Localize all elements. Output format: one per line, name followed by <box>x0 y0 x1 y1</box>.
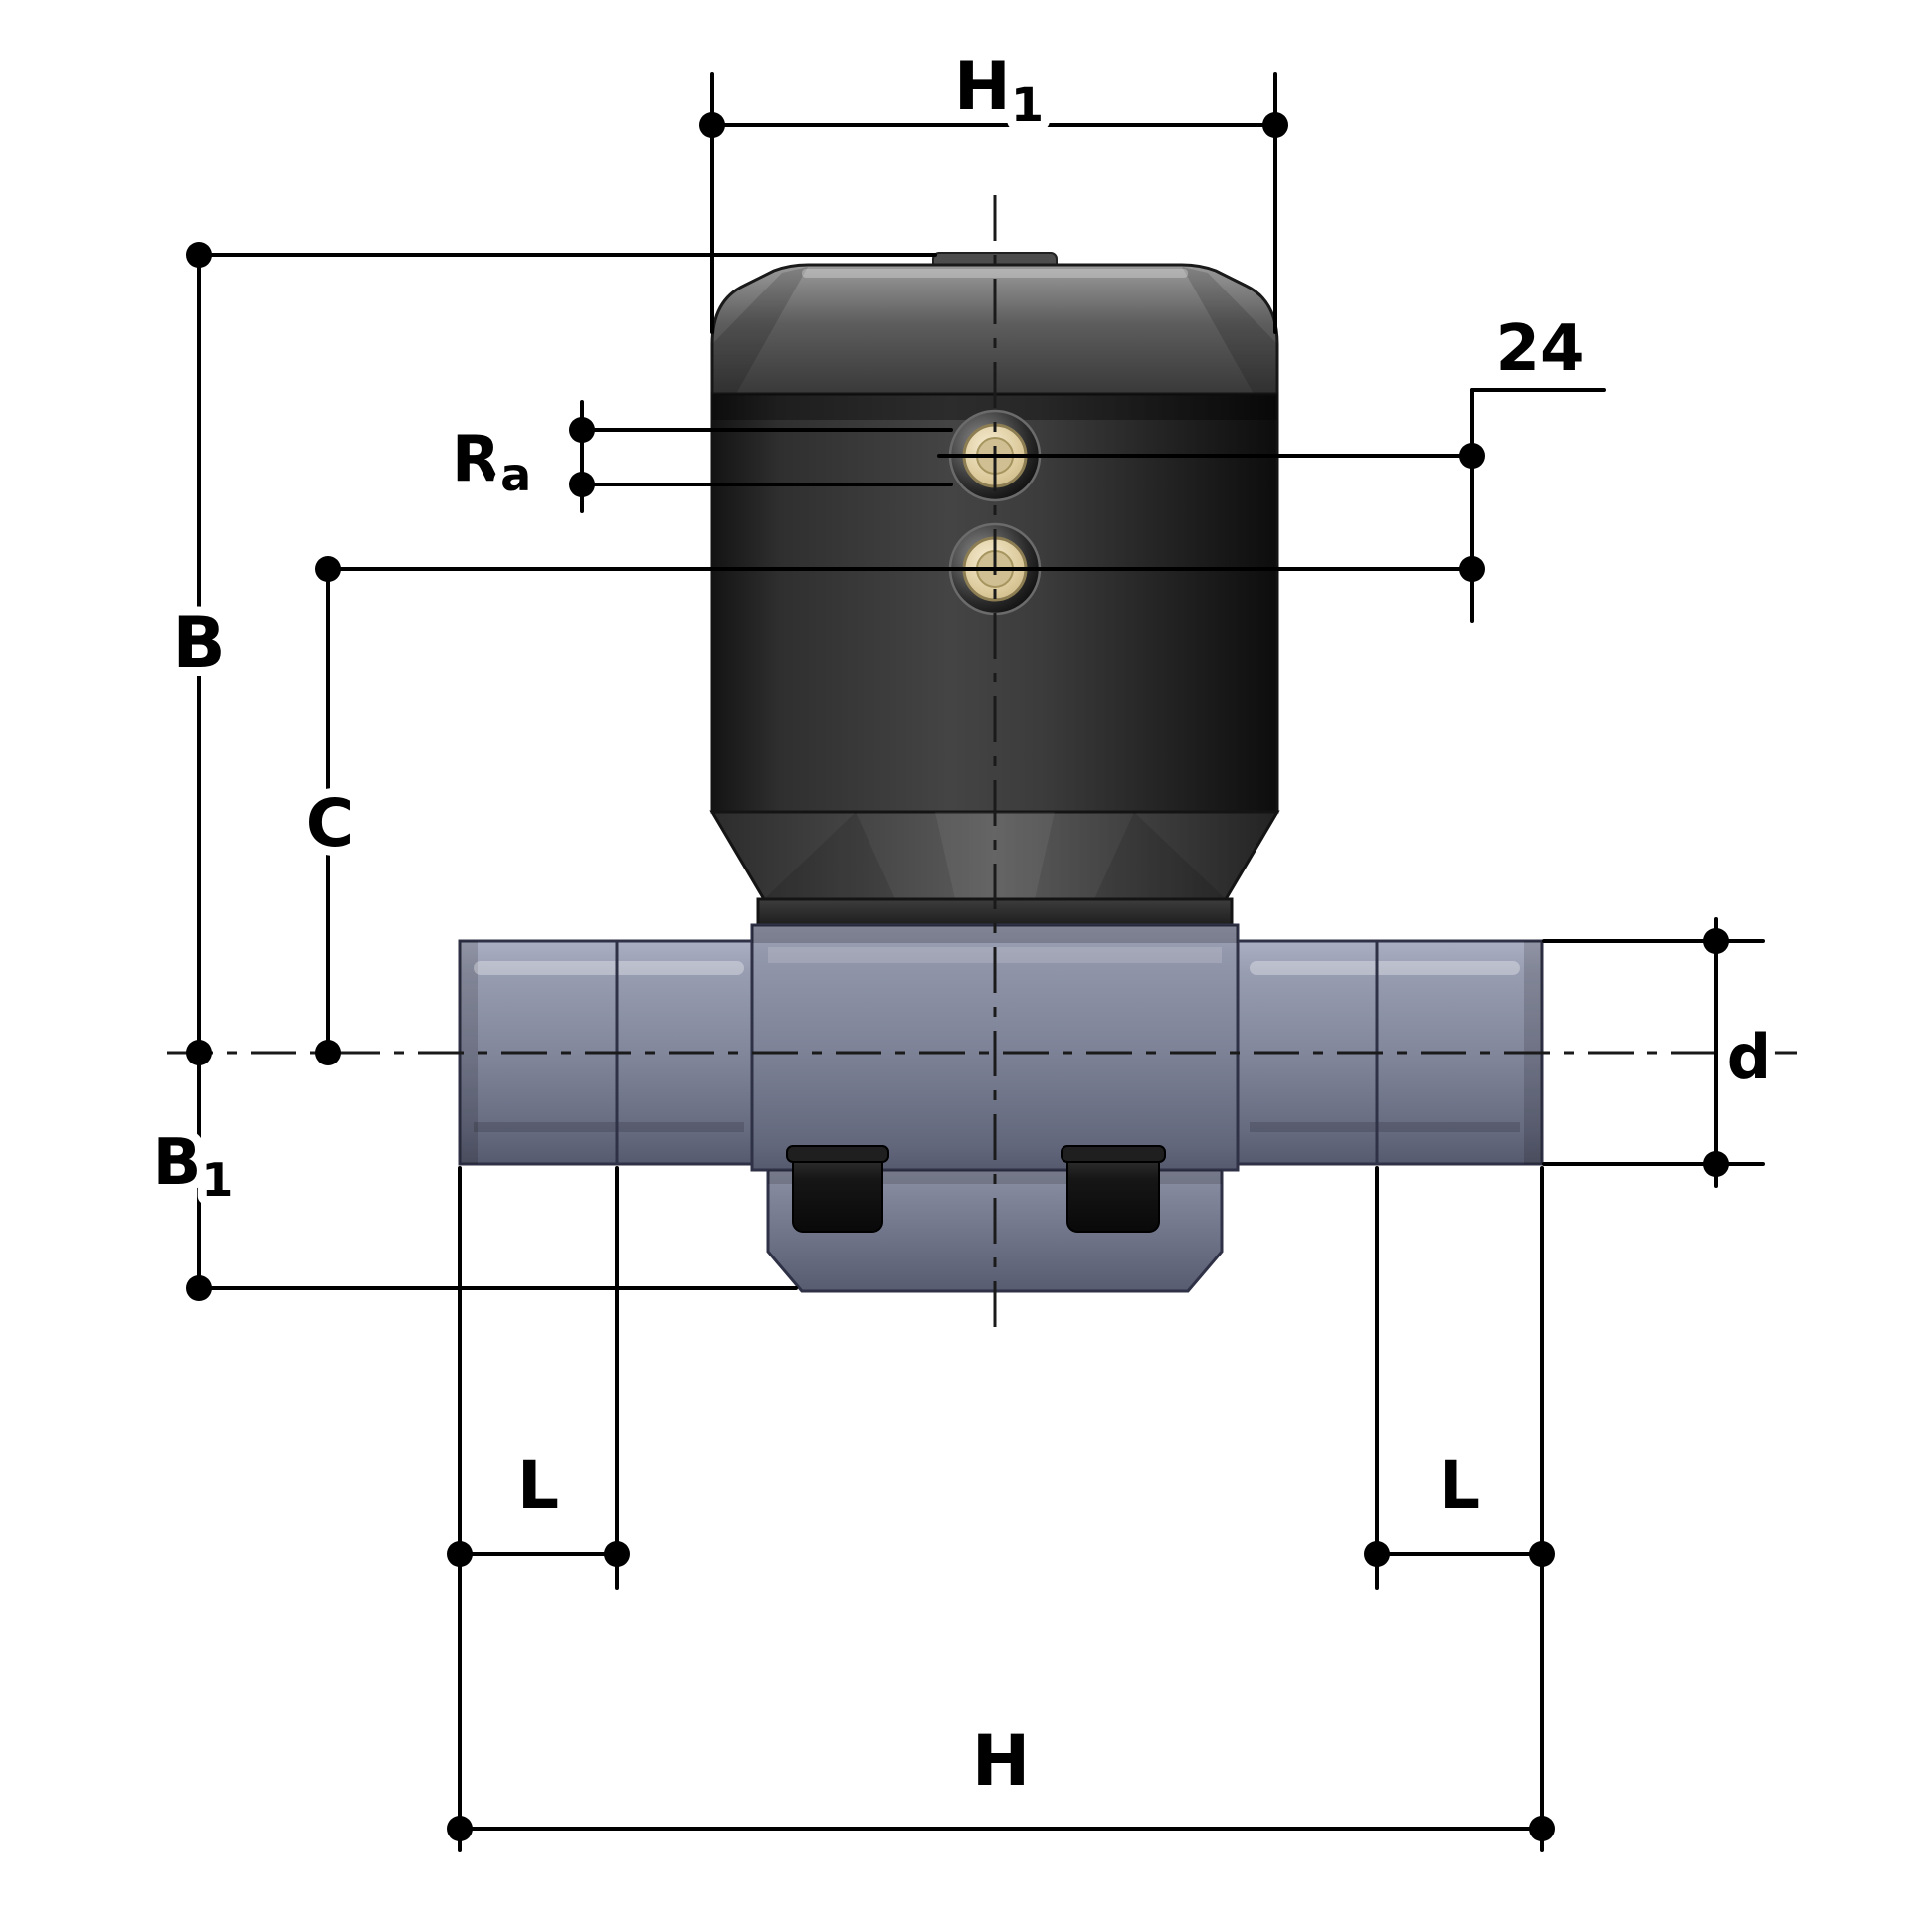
dim-dot <box>186 242 212 268</box>
dim-dot <box>1459 443 1485 469</box>
cone-facet-right <box>1094 812 1226 899</box>
dimension-labels: H1 24 Ra B C B1 d L L H <box>144 39 1781 1811</box>
cap-facet-left <box>712 267 808 394</box>
dim-dot <box>699 112 725 138</box>
dim-label-24: 24 <box>1495 312 1584 386</box>
dim-dot <box>186 1040 212 1065</box>
dim-dot <box>315 1040 341 1065</box>
cap-facet-right <box>1182 267 1277 394</box>
dim-label-l-left: L <box>517 1448 559 1524</box>
drain-plug-left <box>786 1145 889 1233</box>
body-top-shadow <box>752 925 1238 943</box>
dim-dot <box>1262 112 1288 138</box>
dim-dot <box>186 1275 212 1301</box>
dim-dot <box>315 556 341 582</box>
left-pipe-shadow <box>474 1122 744 1132</box>
dim-dot <box>569 417 595 443</box>
actuator-cap <box>710 263 1279 398</box>
right-pipe-highlight <box>1250 961 1520 975</box>
dim-dot <box>1529 1541 1555 1567</box>
dim-dot <box>1459 556 1485 582</box>
dim-dot <box>1703 1151 1729 1177</box>
dim-label-h1: H1 <box>954 48 1044 133</box>
dim-dot <box>1703 928 1729 954</box>
cone-facet-left <box>764 812 895 899</box>
left-pipe-end-face <box>460 941 478 1164</box>
dim-dot <box>569 472 595 497</box>
dim-label-d: d <box>1727 1021 1771 1093</box>
dim-label-ra: Ra <box>452 423 531 501</box>
dim-dot <box>604 1541 630 1567</box>
dim-dot <box>1529 1816 1555 1841</box>
dim-dot <box>447 1541 473 1567</box>
dim-label-b1: B1 <box>153 1126 234 1207</box>
plug-lip <box>1061 1145 1166 1163</box>
left-pipe-highlight <box>474 961 744 975</box>
dim-label-b: B <box>172 602 225 683</box>
right-pipe-shadow <box>1250 1122 1520 1132</box>
centerlines <box>167 195 1797 1329</box>
valve-illustration <box>458 252 1544 1293</box>
dim-label-c: C <box>306 785 354 862</box>
valve-body <box>458 923 1544 1293</box>
dim-dot <box>1364 1541 1390 1567</box>
cap-highlight <box>802 269 1188 278</box>
dim-dot <box>447 1816 473 1841</box>
dim-label-l-right: L <box>1439 1448 1480 1524</box>
dimension-dots <box>186 112 1729 1841</box>
dim-label-h: H <box>972 1720 1031 1802</box>
drain-plug-right <box>1061 1145 1166 1233</box>
cone-facet-center <box>935 812 1055 899</box>
plug-lip <box>786 1145 889 1163</box>
